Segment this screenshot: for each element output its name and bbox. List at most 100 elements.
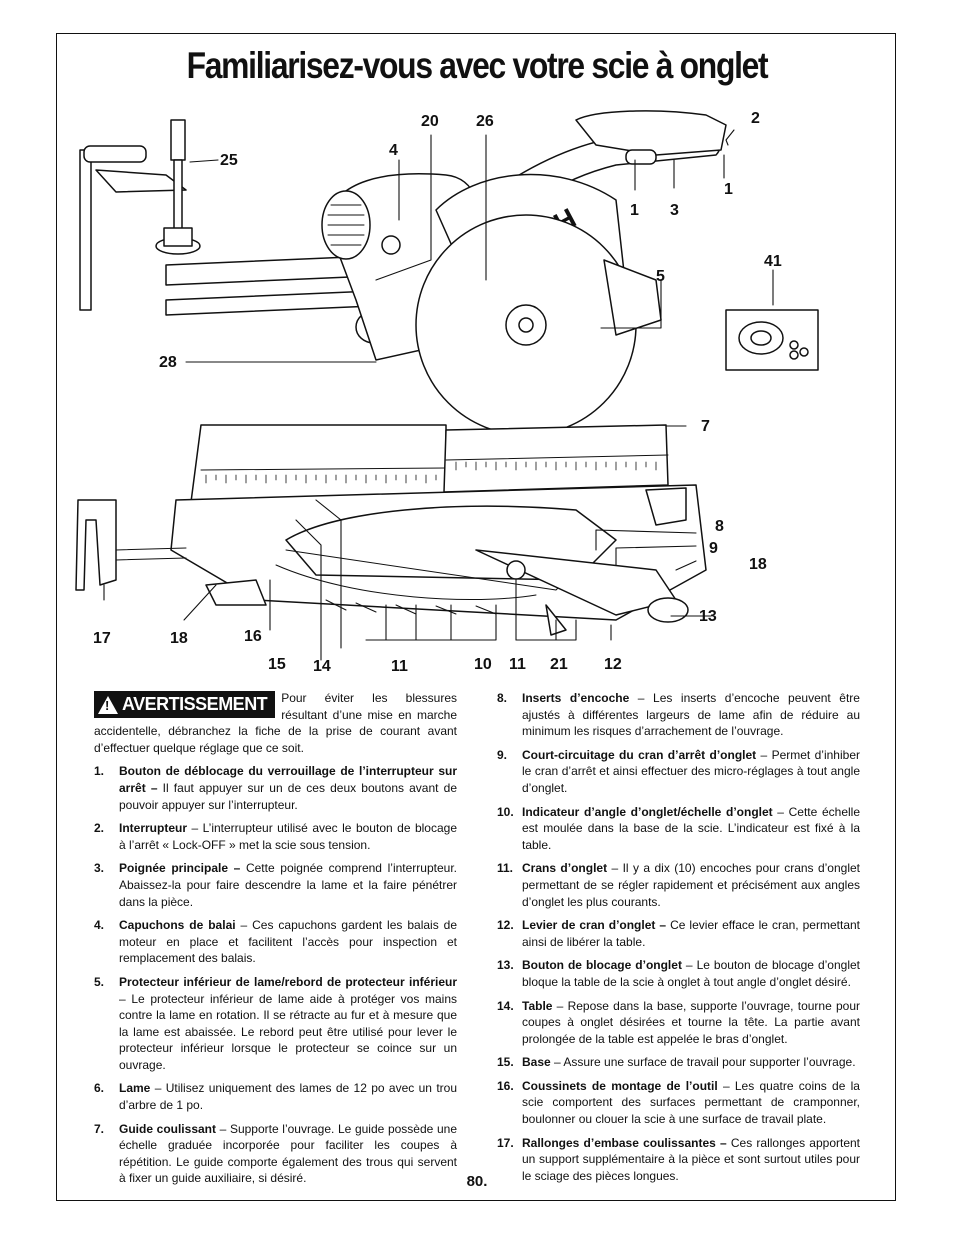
callout-20: 20 xyxy=(421,113,439,130)
item-number: 1. xyxy=(94,764,105,779)
item-text: – L’interrupteur utilisé avec le bouton … xyxy=(119,821,457,852)
item-title: Court-circuitage du cran d’arrêt d’ongle… xyxy=(522,747,757,762)
callout-16: 16 xyxy=(244,628,262,645)
item-text: – Cette échelle est moulée dans la base … xyxy=(522,804,860,852)
list-item: 12. Levier de cran d’onglet – Ce levier e… xyxy=(497,917,860,950)
warning-badge-label: AVERTISSEMENT xyxy=(122,694,268,715)
callout-17: 17 xyxy=(93,630,111,647)
list-item: 13.Bouton de blocage d’onglet – Le bouto… xyxy=(497,957,860,990)
item-number: 8. xyxy=(497,691,508,705)
callout-11-left: 11 xyxy=(391,658,408,675)
callout-11-right: 11 xyxy=(509,656,526,673)
right-column: 8. Inserts d’encoche – Les inserts d’enco… xyxy=(497,690,860,1184)
callout-18-right: 18 xyxy=(749,556,767,573)
item-title: Protecteur inférieur de lame/rebord de p… xyxy=(119,974,457,989)
item-title: Interrupteur xyxy=(119,821,188,836)
callout-14: 14 xyxy=(313,658,331,675)
item-title: Capuchons de balai xyxy=(119,918,236,933)
item-number: 9. xyxy=(497,747,508,762)
item-number: 17. xyxy=(497,1135,514,1150)
list-item: 4. Capuchons de balai – Ces capuchons gar… xyxy=(94,917,457,967)
item-title: Poignée principale – xyxy=(119,861,241,876)
item-title: Inserts d’encoche xyxy=(522,691,630,705)
item-text: – Permet d’inhiber le cran d’arrêt et ai… xyxy=(522,747,860,795)
item-number: 4. xyxy=(94,918,105,933)
vise-clamp-drawing xyxy=(79,119,201,311)
callout-25: 25 xyxy=(220,152,238,169)
item-text: – Les inserts d’encoche peuvent être aju… xyxy=(522,691,860,739)
item-text: Ce levier efface le cran, permettant ain… xyxy=(522,918,861,949)
list-item: 7. Guide coulissant – Supporte l’ouvrage.… xyxy=(94,1121,457,1187)
item-number: 12. xyxy=(497,918,514,933)
item-text: – Le protecteur inférieur de lame aide à… xyxy=(119,991,457,1072)
item-text: – Assure une surface de travail pour sup… xyxy=(550,1055,856,1070)
callout-1-right: 1 xyxy=(724,181,733,198)
item-text: – Ces capuchons gardent les balais de mo… xyxy=(119,918,457,966)
callout-7: 7 xyxy=(701,418,710,435)
list-item: 17. Rallonges d’embase coulissantes – Ces… xyxy=(497,1135,860,1185)
item-number: 14. xyxy=(497,998,514,1013)
callout-21: 21 xyxy=(550,656,568,673)
callout-2: 2 xyxy=(751,110,760,127)
list-item: 15. Base – Assure une surface de travail … xyxy=(497,1054,860,1071)
item-number: 3. xyxy=(94,861,105,876)
item-number: 6. xyxy=(94,1081,105,1096)
callout-15: 15 xyxy=(268,656,286,673)
miter-saw-illustration: BOSCH xyxy=(75,110,819,661)
list-item: 9. Court-circuitage du cran d’arrêt d’ong… xyxy=(497,747,860,797)
item-text: – Les quatre coins de la scie comportent… xyxy=(522,1078,860,1127)
item-title: Indicateur d’angle d’onglet/échelle d’on… xyxy=(522,804,773,819)
callout-8: 8 xyxy=(715,518,724,535)
list-item: 2. Interrupteur – L’interrupteur utilisé … xyxy=(94,820,457,853)
item-title: Lame xyxy=(119,1081,151,1096)
item-text: Il faut appuyer sur un de ces deux bouto… xyxy=(119,780,457,812)
item-number: 7. xyxy=(94,1121,105,1136)
callout-41: 41 xyxy=(764,253,782,270)
list-item: 10. Indicateur d’angle d’onglet/échelle d… xyxy=(497,804,860,854)
item-title: Guide coulissant xyxy=(119,1121,216,1136)
callout-4: 4 xyxy=(389,142,398,159)
list-item: 8. Inserts d’encoche – Les inserts d’enco… xyxy=(497,690,860,740)
callout-1-left: 1 xyxy=(630,202,639,219)
left-column: ! AVERTISSEMENT Pour éviter les blessure… xyxy=(94,690,457,1187)
item-title: Base xyxy=(522,1055,551,1070)
callout-9: 9 xyxy=(709,540,718,557)
page-title: Familiarisez-vous avec votre scie à ongl… xyxy=(186,45,769,86)
item-number: 16. xyxy=(497,1078,514,1093)
list-item: 16.Coussinets de montage de l’outil – Le… xyxy=(497,1078,860,1128)
callout-13: 13 xyxy=(699,608,717,625)
item-number: 11. xyxy=(497,861,514,876)
item-text: Ces rallonges apportent un support suppl… xyxy=(522,1135,861,1183)
item-number: 13. xyxy=(497,958,514,973)
warning-text: Pour éviter les blessures résultant d’un… xyxy=(94,691,457,755)
item-number: 2. xyxy=(94,821,105,836)
item-text: Cette poignée comprend l’interrupteur. A… xyxy=(119,861,457,909)
item-title: Table xyxy=(522,998,553,1013)
item-text: – Repose dans la base, supporte l’ouvrag… xyxy=(522,998,860,1046)
list-item: 1. Bouton de déblocage du verrouillage de… xyxy=(94,763,457,813)
item-title: Crans d’onglet xyxy=(522,861,608,876)
page-number: 80. xyxy=(466,1173,488,1190)
callout-26: 26 xyxy=(476,113,494,130)
item-title: Rallonges d’embase coulissantes – xyxy=(522,1135,727,1150)
warning-block: ! AVERTISSEMENT Pour éviter les blessure… xyxy=(94,690,457,756)
page-frame xyxy=(56,33,896,1201)
item-title: Bouton de déblocage du verrouillage de l… xyxy=(119,764,457,795)
item-text: – Supporte l’ouvrage. Le guide possède u… xyxy=(119,1121,457,1186)
list-item: 3. Poignée principale – Cette poignée com… xyxy=(94,860,457,910)
item-number: 10. xyxy=(497,804,514,819)
callout-18-left: 18 xyxy=(170,630,188,647)
list-item: 6. Lame – Utilisez uniquement des lames d… xyxy=(94,1080,457,1113)
callout-12: 12 xyxy=(604,656,622,673)
item-text: – Utilisez uniquement des lames de 12 po… xyxy=(119,1081,457,1113)
callout-28: 28 xyxy=(159,354,177,371)
callout-5: 5 xyxy=(656,268,665,285)
item-title: Levier de cran d’onglet – xyxy=(522,918,667,933)
callout-3: 3 xyxy=(670,202,679,219)
callout-10: 10 xyxy=(474,656,492,673)
warning-badge: ! AVERTISSEMENT xyxy=(94,691,276,718)
list-item: 5.Protecteur inférieur de lame/rebord de… xyxy=(94,974,457,1074)
item-number: 15. xyxy=(497,1055,514,1070)
saw-diagram: BOSCH xyxy=(56,100,896,690)
list-item: 11.Crans d’onglet – Il y a dix (10) enco… xyxy=(497,860,860,910)
